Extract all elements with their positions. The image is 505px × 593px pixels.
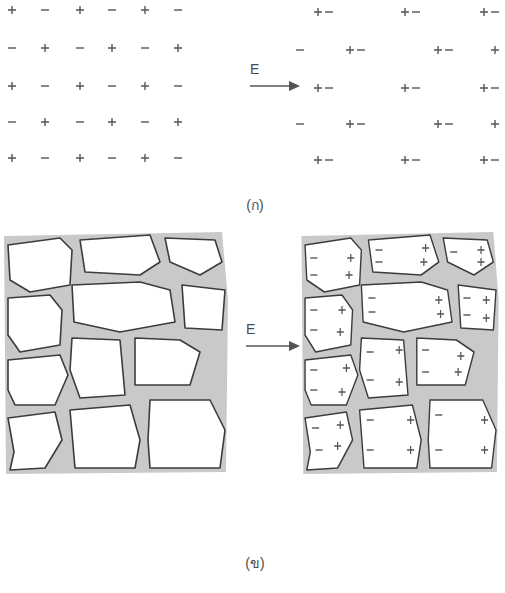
field-label: E — [250, 62, 259, 77]
field-arrow — [250, 81, 300, 91]
field-label: E — [246, 322, 255, 337]
ion-grid — [8, 6, 182, 162]
figure-label: (ข) — [245, 556, 264, 571]
dipole-grid — [296, 8, 499, 164]
grain-structure — [4, 232, 228, 474]
field-arrow — [246, 341, 300, 351]
polarized-grain-structure — [302, 232, 499, 474]
figure-label: (ก) — [246, 198, 263, 213]
